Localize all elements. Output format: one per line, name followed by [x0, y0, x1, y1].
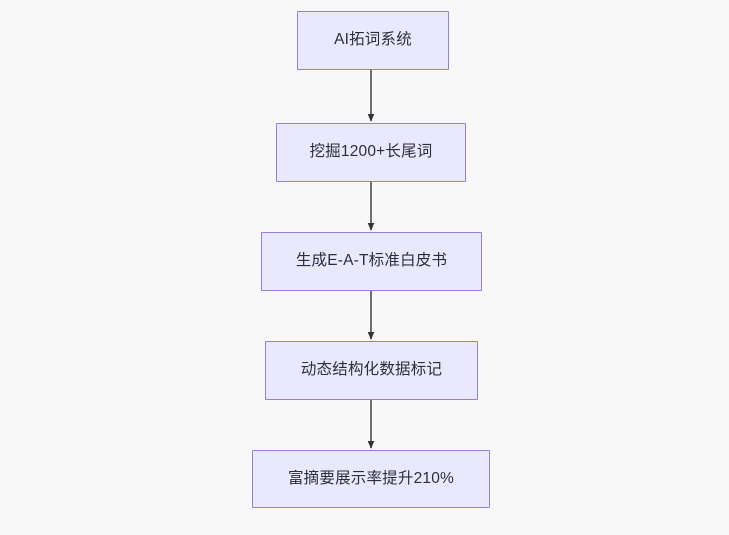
- flow-node-label: AI拓词系统: [334, 31, 412, 49]
- flow-node-ai-keyword-system[interactable]: AI拓词系统: [297, 11, 449, 70]
- flow-node-label: 生成E-A-T标准白皮书: [295, 252, 448, 270]
- flow-node-label: 富摘要展示率提升210%: [287, 469, 455, 487]
- flow-node-mine-longtail-keywords[interactable]: 挖掘1200+长尾词: [276, 123, 466, 182]
- flow-node-label: 挖掘1200+长尾词: [309, 143, 433, 161]
- flow-node-label: 动态结构化数据标记: [300, 361, 443, 379]
- flow-node-generate-eat-whitepaper[interactable]: 生成E-A-T标准白皮书: [261, 232, 482, 291]
- flow-node-dynamic-structured-data-markup[interactable]: 动态结构化数据标记: [265, 341, 478, 400]
- flow-node-rich-snippet-impression-lift[interactable]: 富摘要展示率提升210%: [252, 450, 490, 508]
